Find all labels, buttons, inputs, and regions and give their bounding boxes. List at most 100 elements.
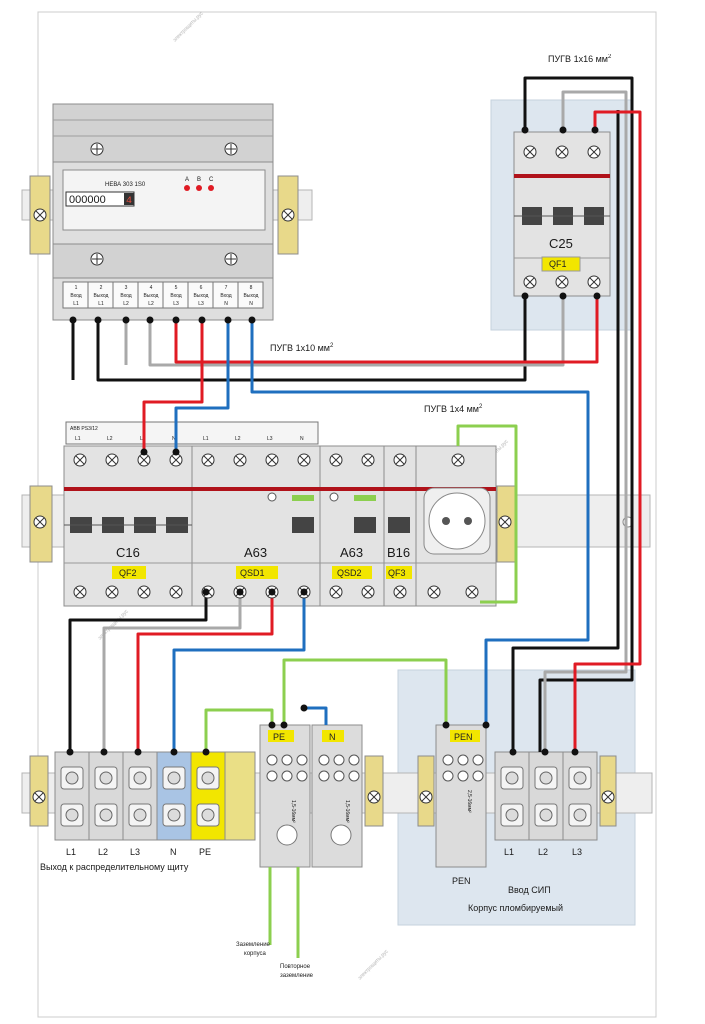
meter-terminal-dir: Выход [194,293,209,299]
qf1-rating: C25 [549,236,573,251]
bar-screw-icon [472,770,484,782]
svg-text:N: N [172,436,176,442]
screw-icon [587,275,601,289]
svg-text:L1: L1 [75,436,81,442]
screw-icon [281,208,295,222]
svg-text:заземление: заземление [280,973,314,979]
meter-terminal-num: 4 [150,285,153,291]
wire-end [521,126,529,134]
svg-text:электрощиты.рус: электрощиты.рус [172,10,205,43]
sealed-caption: Корпус пломбируемый [468,903,563,913]
screw-icon [169,453,183,467]
screw-icon [73,453,87,467]
screw-icon [73,585,87,599]
qf3-rating: B16 [387,545,410,560]
svg-text:A: A [185,177,189,183]
meter-terminal-num: 3 [125,285,128,291]
svg-text:PE: PE [199,847,211,857]
svg-text:N: N [300,436,304,442]
screw-icon [65,808,79,822]
meter-terminal-dir: Вход [170,293,181,299]
electricity-meter: НЕВА 303 1S0 000000 4 A B C [52,103,274,321]
pe-n-bars: PE N 1,5-16мм² 1,5-16мм² [259,724,363,868]
screw-icon [167,808,181,822]
meter-terminal-cell [237,281,264,309]
svg-text:L2: L2 [98,847,108,857]
bar-screw-icon [442,754,454,766]
meter-terminal-line: L3 [173,301,179,307]
wire-end [591,126,599,134]
screw-icon [169,585,183,599]
screw-icon [573,771,587,785]
screw-icon [105,453,119,467]
svg-text:L2: L2 [538,847,548,857]
meter-terminal-line: L1 [98,301,104,307]
wire-end [170,748,178,756]
screw-icon [587,145,601,159]
qsd1-rating: A63 [244,545,267,560]
wire-end [559,126,567,134]
wire-end [248,316,256,324]
svg-text:L1: L1 [203,436,209,442]
wire-end [66,748,74,756]
pugv10-label: ПУГВ 1х10 мм2 [270,343,334,353]
pen-tag: PEN [454,732,473,742]
wire-end [571,748,579,756]
meter-terminal-line: L2 [148,301,154,307]
bar-screw-icon [442,770,454,782]
qf2-tag: QF2 [119,568,137,578]
bar-screw-icon [318,754,330,766]
meter-terminal-dir: Вход [70,293,81,299]
svg-text:L1: L1 [66,847,76,857]
bar-screw-icon [281,754,293,766]
qsd2-tag: QSD2 [337,568,362,578]
meter-terminal-num: 1 [75,285,78,291]
screw-icon [33,208,47,222]
svg-text:Заземление: Заземление [236,942,271,948]
meter-terminal-num: 5 [175,285,178,291]
phase-indicators: A B C [184,177,214,191]
meter-terminal-num: 8 [250,285,253,291]
screw-icon [201,771,215,785]
svg-text:L3: L3 [572,847,582,857]
bar-screw-icon [296,770,308,782]
meter-terminal-dir: Выход [144,293,159,299]
meter-terminal-line: L2 [123,301,129,307]
wire-end [268,588,276,596]
wire-end [300,704,308,712]
bar-screw-icon [457,754,469,766]
bar-screw-icon [281,770,293,782]
meter-terminal-line: L3 [198,301,204,307]
screw-icon [539,808,553,822]
screw-icon [427,585,441,599]
screw-icon [133,808,147,822]
qf2-rating: C16 [116,545,140,560]
busbar-name: ABB PS3/12 [70,426,98,432]
screw-icon [555,145,569,159]
svg-text:корпуса: корпуса [244,951,267,957]
screw-icon [505,771,519,785]
sip-caption: Ввод СИП [508,885,551,895]
wire-end [300,588,308,596]
screw-icon [32,790,46,804]
bar-screw-icon [296,754,308,766]
svg-text:1,5-16мм²: 1,5-16мм² [344,800,350,823]
sip-input-terminals [494,751,598,841]
bar-screw-icon [333,770,345,782]
screw-icon [498,515,512,529]
wire-end [442,721,450,729]
wire-end [202,588,210,596]
bar-screw-icon [318,770,330,782]
meter-brand: НЕВА 303 1S0 [105,182,146,188]
wire-end [172,448,180,456]
output-terminals [54,751,256,841]
screw-icon [601,790,615,804]
screw-icon [573,808,587,822]
bar-screw-icon [348,754,360,766]
meter-terminal-line: N [249,301,253,307]
wire-end [224,316,232,324]
svg-text:электрощиты.рус: электрощиты.рус [97,608,130,641]
qf1-tag: QF1 [549,259,567,269]
out-caption: Выход к распределительному щиту [40,862,189,872]
